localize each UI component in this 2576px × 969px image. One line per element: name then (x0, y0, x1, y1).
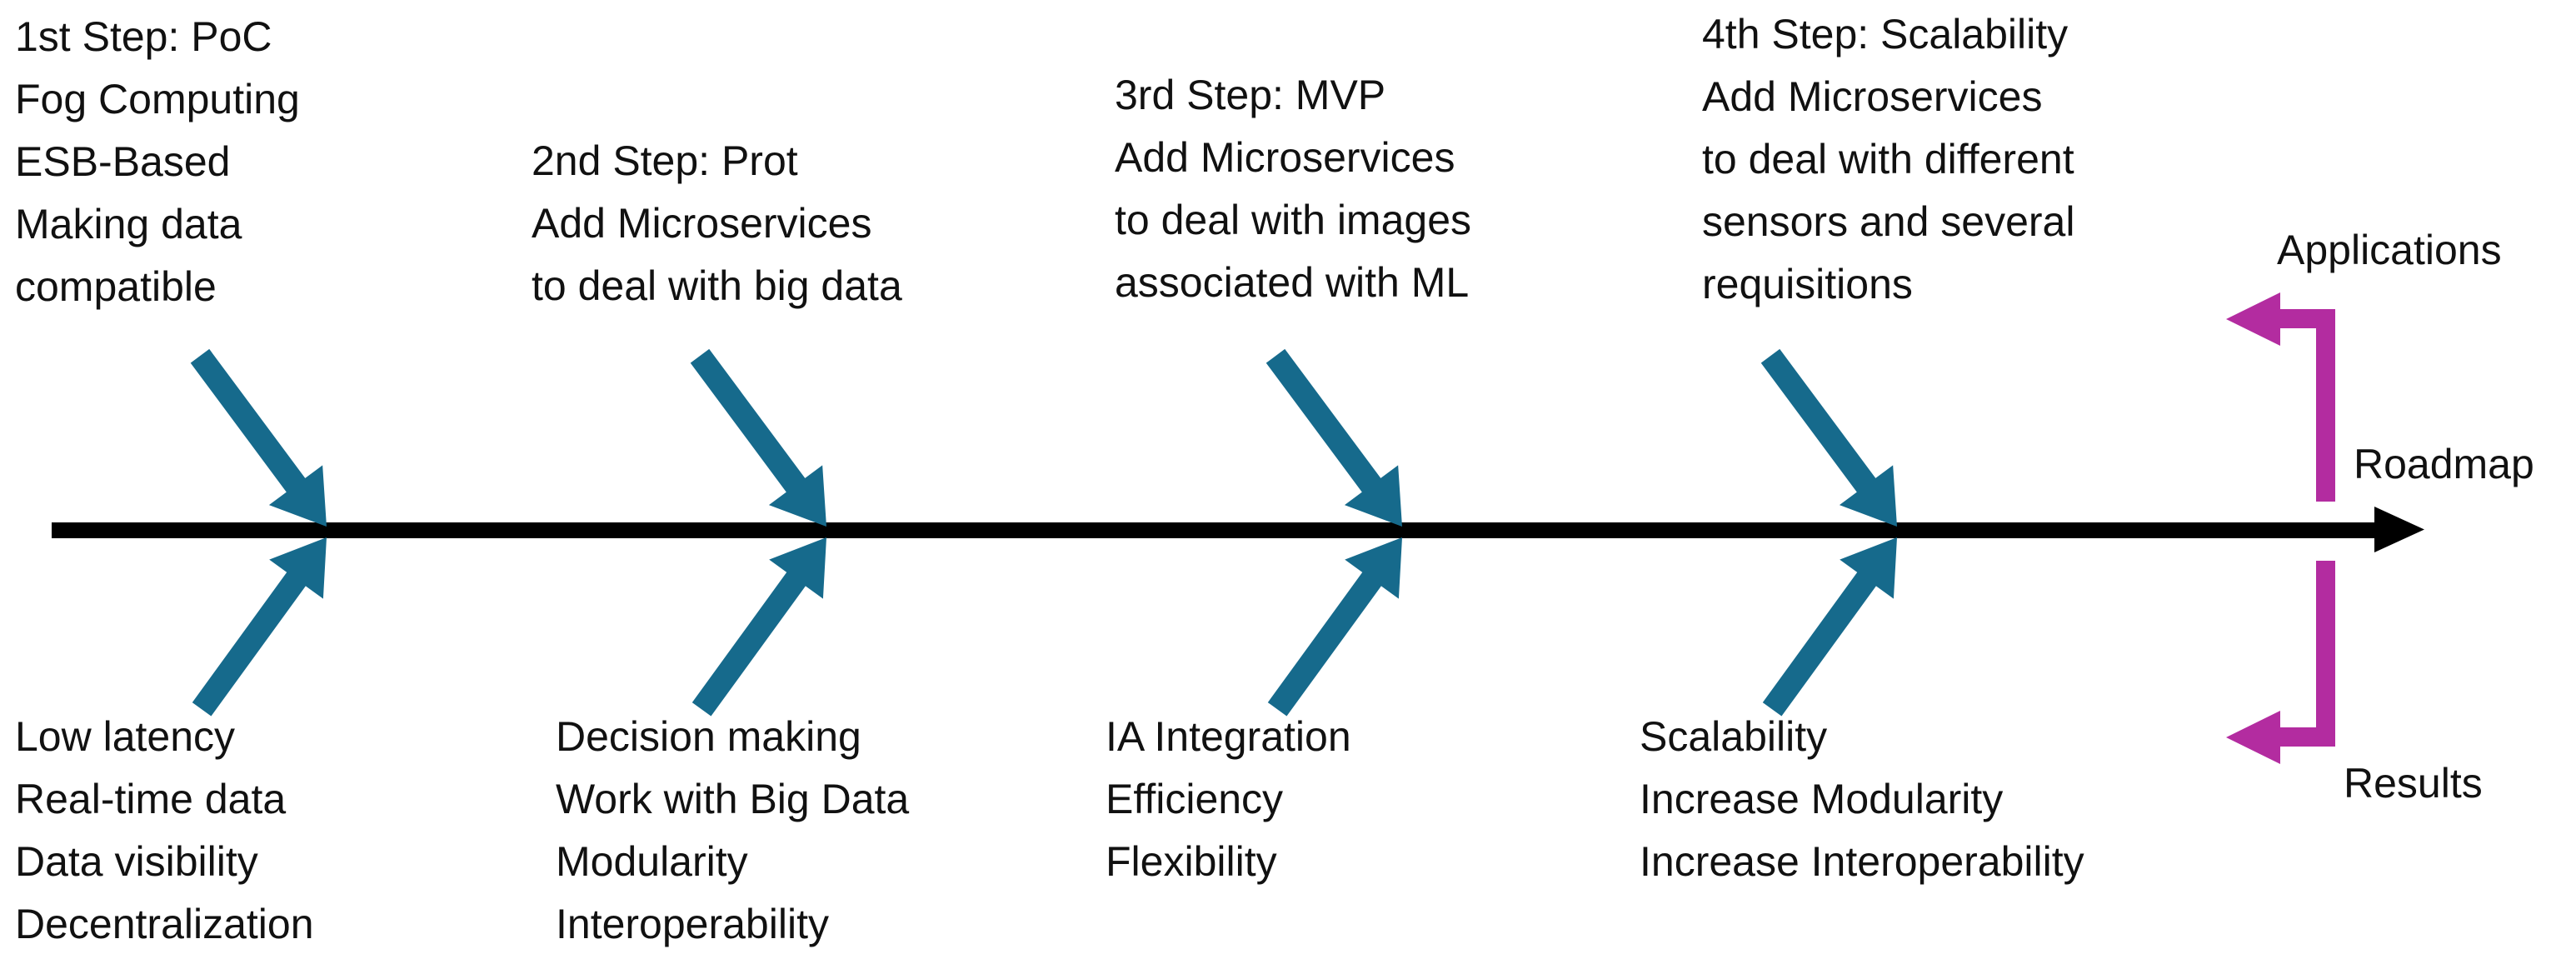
label-line: Increase Interoperability (1640, 838, 2084, 885)
label-line: to deal with images (1115, 197, 1472, 243)
label-line: Scalability (1640, 713, 1828, 760)
applications-bracket-arrow-icon (2226, 292, 2335, 502)
label-line: Modularity (556, 838, 748, 885)
step-2-bottom-arrow-icon (674, 517, 854, 729)
label-line: Flexibility (1106, 838, 1277, 885)
label-line: Real-time data (15, 776, 287, 822)
applications-label: Applications (2277, 227, 2502, 273)
timeline-shaft (52, 522, 2374, 538)
roadmap-label: Roadmap (2354, 441, 2534, 487)
label-line: 2nd Step: Prot (532, 137, 798, 184)
results-bracket-arrow-icon (2226, 561, 2335, 764)
label-line: associated with ML (1115, 259, 1470, 306)
step-4-bottom-arrow-icon (1745, 517, 1925, 729)
label-line: Decentralization (15, 901, 314, 947)
label-line: to deal with different (1702, 136, 2074, 182)
label-line: requisitions (1702, 261, 1913, 307)
label-line: Increase Modularity (1640, 776, 2004, 822)
step-3-top-label: 3rd Step: MVP Add Microservices to deal wi… (1115, 64, 1471, 314)
label-line: Decision making (556, 713, 861, 760)
label-line: ESB-Based (15, 138, 231, 185)
label-line: Efficiency (1106, 776, 1284, 822)
label-line: 1st Step: PoC (15, 13, 272, 60)
label-line: Interoperability (556, 901, 829, 947)
step-4-top-arrow-icon (1743, 336, 1925, 547)
label-line: Add Microservices (532, 200, 872, 247)
label-line: sensors and several (1702, 198, 2075, 245)
timeline-arrowhead-icon (2374, 507, 2424, 552)
label-line: 3rd Step: MVP (1115, 72, 1386, 118)
label-line: IA Integration (1106, 713, 1351, 760)
label-line: Fog Computing (15, 76, 300, 122)
label-line: compatible (15, 263, 217, 310)
label-line: Add Microservices (1115, 134, 1455, 181)
step-3-top-arrow-icon (1248, 336, 1430, 547)
results-label: Results (2344, 760, 2483, 807)
label-line: Work with Big Data (556, 776, 910, 822)
label-line: Making data (15, 201, 242, 247)
label-line: Add Microservices (1702, 73, 2043, 120)
label-line: Low latency (15, 713, 236, 760)
label-line: Data visibility (15, 838, 258, 885)
label-line: 4th Step: Scalability (1702, 11, 2069, 57)
step-2-top-arrow-icon (672, 336, 854, 547)
step-1-bottom-arrow-icon (174, 517, 354, 729)
step-1-top-arrow-icon (172, 336, 354, 547)
label-line: to deal with big data (532, 262, 902, 309)
step-3-bottom-arrow-icon (1250, 517, 1430, 729)
